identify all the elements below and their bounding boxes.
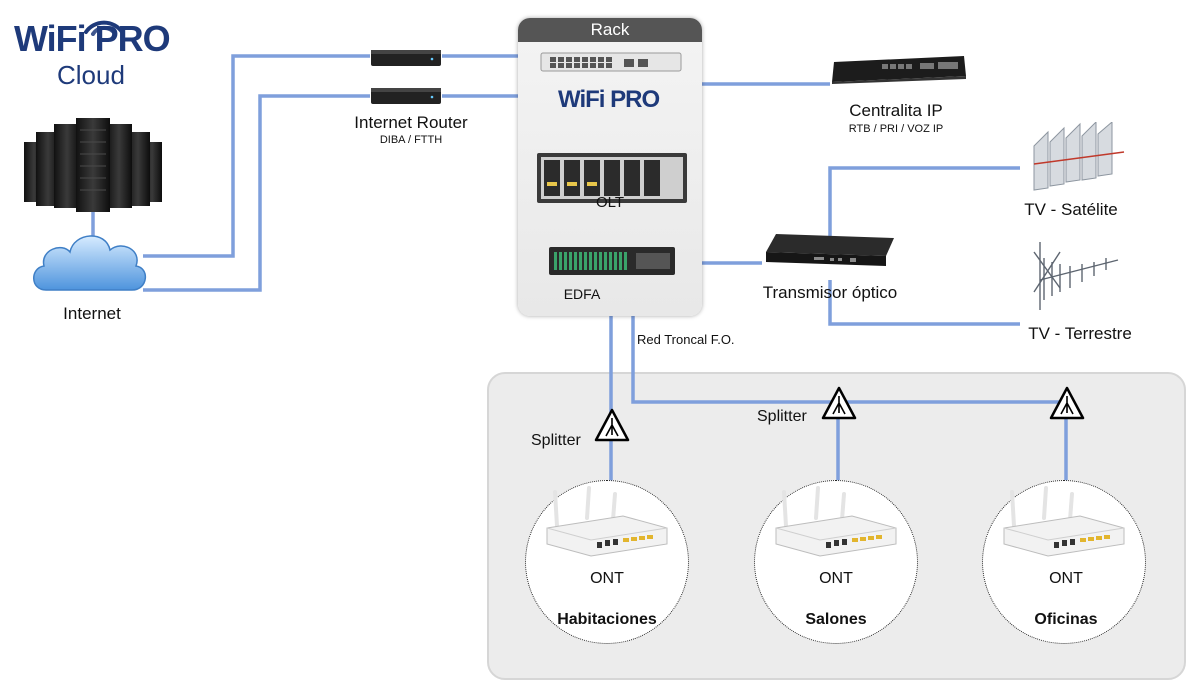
link-tv-terr (828, 280, 1020, 326)
satellite-headend-icon (1033, 122, 1125, 191)
olt-label: OLT (595, 194, 625, 211)
internet-label: Internet (63, 304, 121, 323)
wifi-signal-icon (84, 20, 124, 36)
link-tv-sat (828, 166, 1020, 243)
router-icon (371, 50, 441, 66)
tv-terr-label: TV - Terrestre (1028, 324, 1132, 343)
ont-zone-salones (754, 480, 918, 644)
router-title: Internet Router (354, 113, 468, 132)
trunk-label: Red Troncal F.O. (637, 332, 735, 347)
splitter-label: Splitter (757, 408, 807, 425)
edfa-label: EDFA (563, 286, 601, 302)
zone-name: Oficinas (1034, 611, 1098, 628)
zone-name: Salones (805, 611, 867, 628)
server-cluster-icon (24, 118, 162, 212)
ont-label: ONT (1049, 570, 1083, 587)
splitter-triangle-icon (594, 408, 630, 442)
brand-logo-subtitle: Cloud (57, 60, 125, 90)
router-subtitle: DIBA / FTTH (379, 134, 443, 146)
zone-name: Habitaciones (557, 611, 657, 628)
switch-icon (540, 52, 682, 72)
ont-router-icon (546, 486, 668, 557)
transmitter-label: Transmisor óptico (762, 283, 898, 302)
router-icon (371, 88, 441, 104)
cloud-icon (33, 235, 146, 291)
ont-router-icon (775, 486, 897, 557)
edfa-icon (549, 247, 675, 275)
splitter-label: Splitter (531, 432, 581, 449)
rack-title: Rack (518, 18, 702, 42)
optical-transmitter-icon (766, 234, 894, 266)
terrestrial-antenna-icon (1033, 242, 1119, 310)
link-cloud-router-a (143, 54, 370, 258)
ip-pbx-icon (832, 56, 966, 84)
brand-logo-text: WiFi PRO (14, 18, 171, 59)
rack-logo-text: WiFi PRO (558, 86, 660, 113)
ont-router-icon (1003, 486, 1125, 557)
ont-zone-habitaciones (525, 480, 689, 644)
tv-sat-label: TV - Satélite (1024, 200, 1118, 219)
ont-zone-oficinas (982, 480, 1146, 644)
link-cloud-router-b (143, 94, 370, 292)
ont-label: ONT (819, 570, 853, 587)
splitter-triangle-icon (821, 386, 857, 420)
pbx-subtitle: RTB / PRI / VOZ IP (848, 123, 944, 135)
pbx-title: Centralita IP (849, 101, 943, 120)
ont-label: ONT (590, 570, 624, 587)
splitter-triangle-icon (1049, 386, 1085, 420)
olt-chassis-icon (537, 153, 687, 203)
